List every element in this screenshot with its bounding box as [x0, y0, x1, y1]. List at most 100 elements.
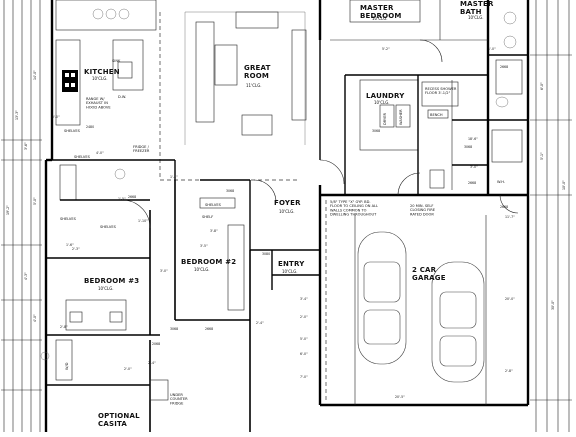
dim-right-1: 6'-0"	[540, 82, 544, 90]
room-entry: ENTRY	[278, 260, 305, 268]
note-fridge: FRIDGE /FREEZER	[133, 145, 150, 153]
dim-t17: 1'-5"	[118, 197, 126, 201]
dim-t11: 1'-4"	[170, 175, 178, 179]
room-great-room-size: 11'CLG.	[246, 83, 262, 88]
room-master-bath-size: 10'CLG.	[468, 15, 484, 20]
dim-t18: 6'-0"	[300, 352, 308, 356]
room-foyer: FOYER	[274, 199, 301, 207]
dim-t13: 1'-6"	[66, 243, 74, 247]
dim-left-2: 13'-3"	[15, 110, 19, 120]
dim-t10: 3'-0"	[470, 165, 478, 169]
door-codes: 2480 3068 2668 2668 3068 2668 3068 2668 …	[86, 65, 508, 346]
bedroom-2-area	[124, 180, 251, 432]
dim-t22: 2'-4"	[148, 361, 156, 365]
dim-right-4: 10'-0"	[562, 180, 566, 190]
dim-t27: 2'-8"	[505, 369, 513, 373]
dim-left-1: 19'-2"	[6, 205, 10, 215]
dim-t1: 5'-2"	[382, 47, 390, 51]
code-4: 2668	[500, 65, 508, 69]
dim-t24: 3'-0"	[160, 269, 168, 273]
room-bedroom-2: BEDROOM #2	[181, 258, 236, 266]
dim-left-4: 4'-3"	[24, 272, 28, 280]
dim-t25: 11'-7"	[505, 215, 515, 219]
note-wd: W/D	[65, 362, 69, 370]
dim-left-6: 4'-0"	[33, 314, 37, 322]
dim-t26: 20'-0"	[505, 297, 515, 301]
range-block	[62, 70, 78, 92]
interior-dimension-labels: 5'-2" 1'-0" 3'-5" 2'-3" 1'-10" 20'-5" 3'…	[52, 47, 515, 399]
code-7: 3068	[170, 327, 178, 331]
car-1	[357, 231, 407, 365]
room-bedroom-2-size: 10'CLG.	[194, 267, 210, 272]
note-sink: SINK	[112, 59, 121, 63]
dim-left-3: 3'-6"	[24, 142, 28, 150]
dim-t2: 1'-0"	[488, 47, 496, 51]
dim-t14: 5'-0"	[52, 115, 60, 119]
dim-t23: 2'-0"	[124, 367, 132, 371]
dim-left-5: 5'-0"	[33, 197, 37, 205]
note-shelves-bed3b: SHELVES	[100, 225, 117, 229]
dim-t7: 3'-4"	[300, 297, 308, 301]
code-3: 2668	[468, 181, 476, 185]
dim-t12: 4'-0"	[96, 151, 104, 155]
room-bedroom-3: BEDROOM #3	[84, 277, 139, 285]
dim-t4: 2'-3"	[72, 247, 80, 251]
note-firewall: 5/8" TYPE "X" GYP. BD.FLOOR TO CEILING O…	[330, 200, 378, 216]
code-5: 3068	[464, 145, 472, 149]
note-wh: W.H.	[497, 180, 505, 184]
room-kitchen-size: 10'CLG.	[92, 76, 108, 81]
note-dw: D.W.	[118, 95, 126, 99]
dim-t3: 3'-5"	[200, 244, 208, 248]
dim-t9: 18'-6"	[468, 137, 478, 141]
room-master-bedroom-size: 10'CLG.	[372, 16, 388, 21]
note-shelf-bed2: SHELF	[202, 215, 213, 219]
dim-t5: 1'-10"	[138, 219, 148, 223]
foyer-entry	[249, 179, 320, 290]
code-10: 3068	[226, 189, 234, 193]
dim-t16: 2'-4"	[256, 321, 264, 325]
kitchen-area	[55, 0, 300, 181]
note-shelves-bed3: SHELVES	[60, 217, 77, 221]
room-foyer-size: 10'CLG.	[279, 209, 295, 214]
room-bedroom-3-size: 10'CLG.	[98, 286, 114, 291]
room-laundry: LAUNDRY	[366, 92, 405, 100]
garage-area	[325, 200, 487, 405]
dim-t15: 3'-8"	[210, 229, 218, 233]
dim-t6: 20'-5"	[395, 395, 405, 399]
code-8: 2668	[205, 327, 213, 331]
dim-t21: 2'-8"	[60, 325, 68, 329]
note-shelves-hall: SHELVES	[74, 155, 91, 159]
interior-walls	[52, 39, 528, 214]
code-1: 2480	[86, 125, 94, 129]
note-shelves-bed2: SHELVES	[205, 203, 222, 207]
dim-right-3: 30'-0"	[551, 300, 555, 310]
code-2: 3068	[372, 129, 380, 133]
left-dimension-lines	[1, 0, 42, 432]
master-suite	[330, 0, 523, 163]
code-9: 2068	[152, 342, 160, 346]
code-6: 2668	[128, 195, 136, 199]
casita-area	[40, 339, 169, 432]
dim-t20: 2'-0"	[300, 315, 308, 319]
code-11: 3080	[262, 252, 270, 256]
note-dryer: DRYER	[383, 113, 387, 125]
exterior-walls	[44, 0, 530, 432]
great-room-area	[184, 11, 307, 145]
note-bench: BENCH	[430, 113, 443, 117]
code-12: 2668	[500, 205, 508, 209]
note-shelves-kitchen: SHELVES	[64, 129, 81, 133]
car-2	[431, 261, 485, 383]
dim-right-2: 5'-1"	[540, 152, 544, 160]
dim-t8: 5'-0"	[300, 337, 308, 341]
